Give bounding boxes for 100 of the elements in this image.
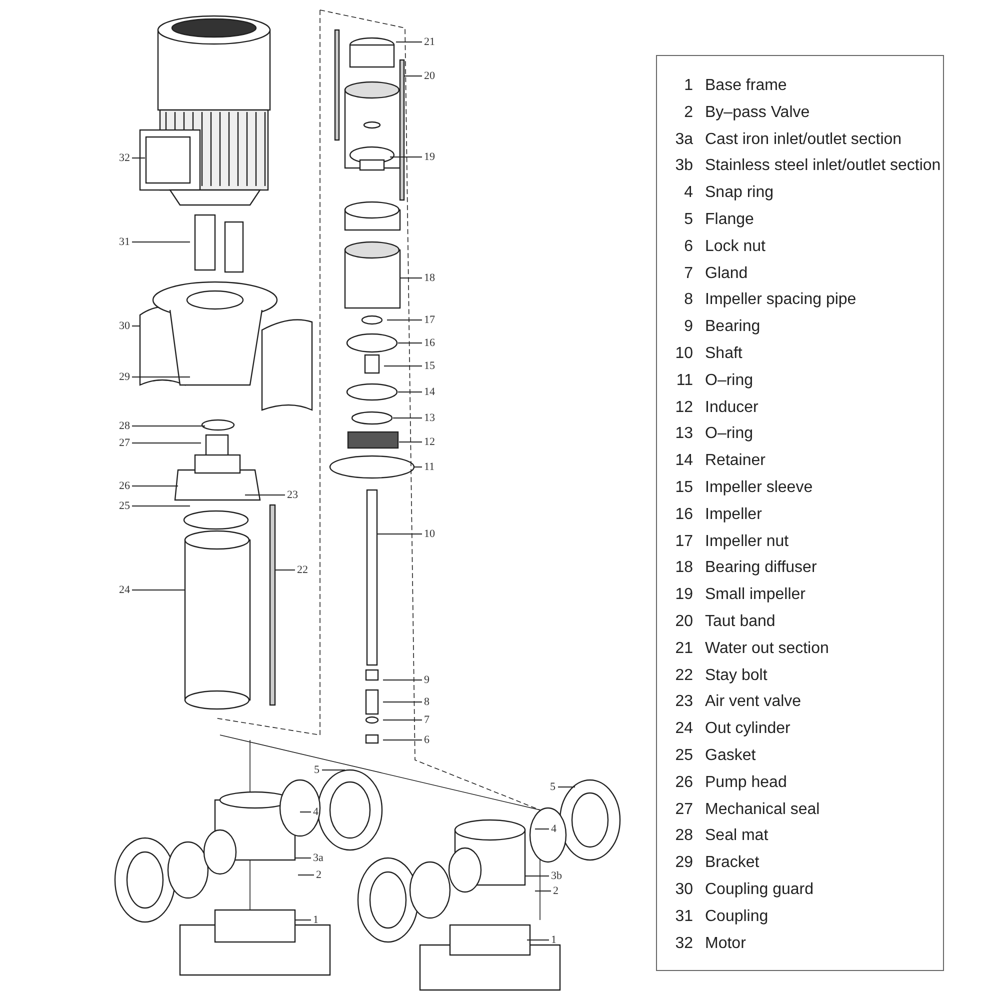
part-name: Water out section — [705, 638, 829, 659]
part-name: Out cylinder — [705, 719, 790, 740]
part-number: 8 — [683, 290, 693, 310]
part-name: Gland — [705, 264, 748, 284]
part-name: By–pass Valve — [705, 102, 810, 123]
callout-number: 7 — [424, 714, 430, 726]
part-number: 5 — [683, 210, 693, 230]
leader-line — [534, 828, 550, 830]
callout-number: 14 — [424, 386, 435, 398]
part-name: Impeller nut — [705, 532, 789, 552]
leader-line — [132, 376, 190, 378]
part-number: 24 — [674, 719, 693, 740]
part-number: 11 — [675, 370, 693, 391]
callout-number: 10 — [424, 528, 435, 540]
callout-number: 4 — [313, 806, 318, 818]
part-number: 31 — [674, 906, 693, 927]
part-name: Snap ring — [705, 183, 774, 204]
part-name: Gasket — [705, 746, 756, 766]
part-number: 29 — [674, 853, 693, 874]
callout-number: 1 — [551, 934, 556, 946]
part-name: Bearing diffuser — [705, 558, 817, 578]
callout-number: 27 — [119, 437, 130, 449]
callout-number: 1 — [313, 914, 318, 926]
part-name: Pump head — [705, 772, 787, 793]
part-number: 10 — [674, 344, 693, 364]
part-name: Bracket — [705, 853, 760, 874]
part-name: Impeller — [705, 504, 762, 525]
leader-line — [390, 156, 422, 158]
part-number: 1 — [683, 76, 693, 96]
callout-number: 31 — [119, 236, 130, 248]
part-number: 30 — [674, 880, 693, 900]
callout-number: 5 — [550, 781, 556, 793]
part-number: 3b — [674, 156, 693, 176]
part-name: Small impeller — [705, 585, 806, 606]
callout-number: 18 — [424, 272, 435, 284]
part-number: 19 — [674, 585, 693, 606]
leader-line — [534, 890, 552, 892]
leader-line — [398, 342, 422, 344]
part-number: 16 — [674, 504, 693, 525]
part-name: Impeller spacing pipe — [705, 290, 856, 310]
part-name: Air vent valve — [705, 692, 802, 712]
callout-number: 26 — [119, 480, 130, 492]
part-number: 26 — [674, 772, 693, 793]
callout-number: 16 — [424, 337, 435, 349]
part-name: Coupling guard — [705, 880, 814, 900]
callout-number: 29 — [119, 371, 130, 383]
callout-number: 3b — [551, 870, 562, 882]
leader-line — [132, 442, 202, 444]
part-number: 2 — [683, 102, 693, 123]
part-number: 32 — [674, 934, 693, 954]
part-name: Mechanical seal — [705, 800, 820, 820]
callout-number: 32 — [119, 152, 130, 164]
callout-number: 12 — [424, 436, 435, 448]
part-name: Coupling — [705, 906, 768, 927]
callout-number: 3a — [313, 852, 324, 864]
part-number: 17 — [674, 532, 693, 552]
part-name: Flange — [705, 210, 754, 230]
part-number: 12 — [674, 398, 693, 418]
callout-number: 24 — [119, 584, 130, 596]
part-name: Stainless steel inlet/outlet section — [705, 156, 941, 176]
callout-number: 19 — [424, 151, 435, 163]
part-number: 21 — [674, 638, 693, 659]
part-number: 15 — [674, 478, 693, 498]
part-name: Inducer — [705, 398, 758, 418]
callout-number: 5 — [314, 764, 320, 776]
part-number: 14 — [674, 451, 693, 472]
part-name: Shaft — [705, 344, 742, 364]
callout-number: 9 — [424, 674, 430, 686]
part-number: 4 — [683, 183, 693, 204]
callout-number: 4 — [551, 823, 556, 835]
leader-line — [414, 466, 422, 468]
part-name: Base frame — [705, 76, 787, 96]
callout-number: 2 — [553, 885, 558, 897]
part-name: Lock nut — [705, 236, 766, 257]
callout-number: 22 — [297, 564, 308, 576]
callout-number: 23 — [287, 489, 298, 501]
part-name: Retainer — [705, 451, 766, 472]
part-number: 27 — [674, 800, 693, 820]
leader-line — [298, 874, 314, 876]
part-name: Taut band — [705, 612, 776, 632]
callout-number: 13 — [424, 412, 435, 424]
callout-number: 11 — [424, 461, 435, 473]
part-number: 20 — [674, 612, 693, 632]
part-number: 7 — [683, 264, 693, 284]
part-name: Bearing — [705, 317, 760, 338]
callout-number: 17 — [424, 314, 435, 326]
part-name: Seal mat — [705, 826, 768, 846]
callout-number: 25 — [119, 500, 130, 512]
part-name: Impeller sleeve — [705, 478, 813, 498]
callout-number: 21 — [424, 36, 435, 48]
part-name: Stay bolt — [705, 666, 768, 686]
part-number: 25 — [674, 746, 693, 766]
leader-line — [558, 786, 576, 788]
part-name: O–ring — [705, 424, 754, 444]
part-name: O–ring — [705, 370, 754, 391]
part-number: 22 — [674, 666, 693, 686]
callout-number: 6 — [424, 734, 430, 746]
part-number: 28 — [674, 826, 693, 846]
callout-number: 2 — [316, 869, 322, 881]
part-number: 9 — [683, 317, 693, 338]
